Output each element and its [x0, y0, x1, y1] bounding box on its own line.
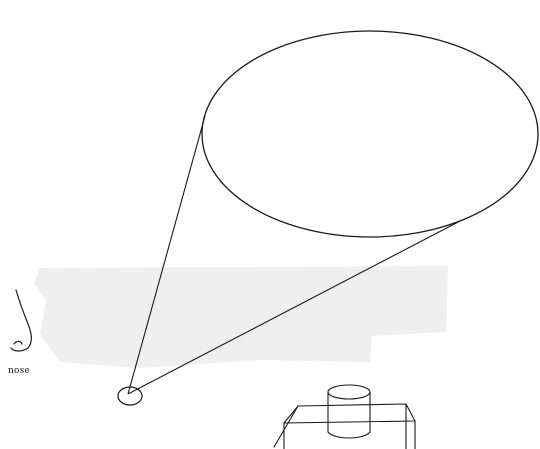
- cylinder-on-box-icon: [274, 385, 415, 449]
- view-ellipse: [202, 31, 538, 237]
- nose-sketch-icon: [11, 290, 31, 351]
- background-smudge: [34, 266, 448, 368]
- eye-ellipse-icon: [118, 387, 142, 405]
- nose-label: nose: [8, 366, 30, 376]
